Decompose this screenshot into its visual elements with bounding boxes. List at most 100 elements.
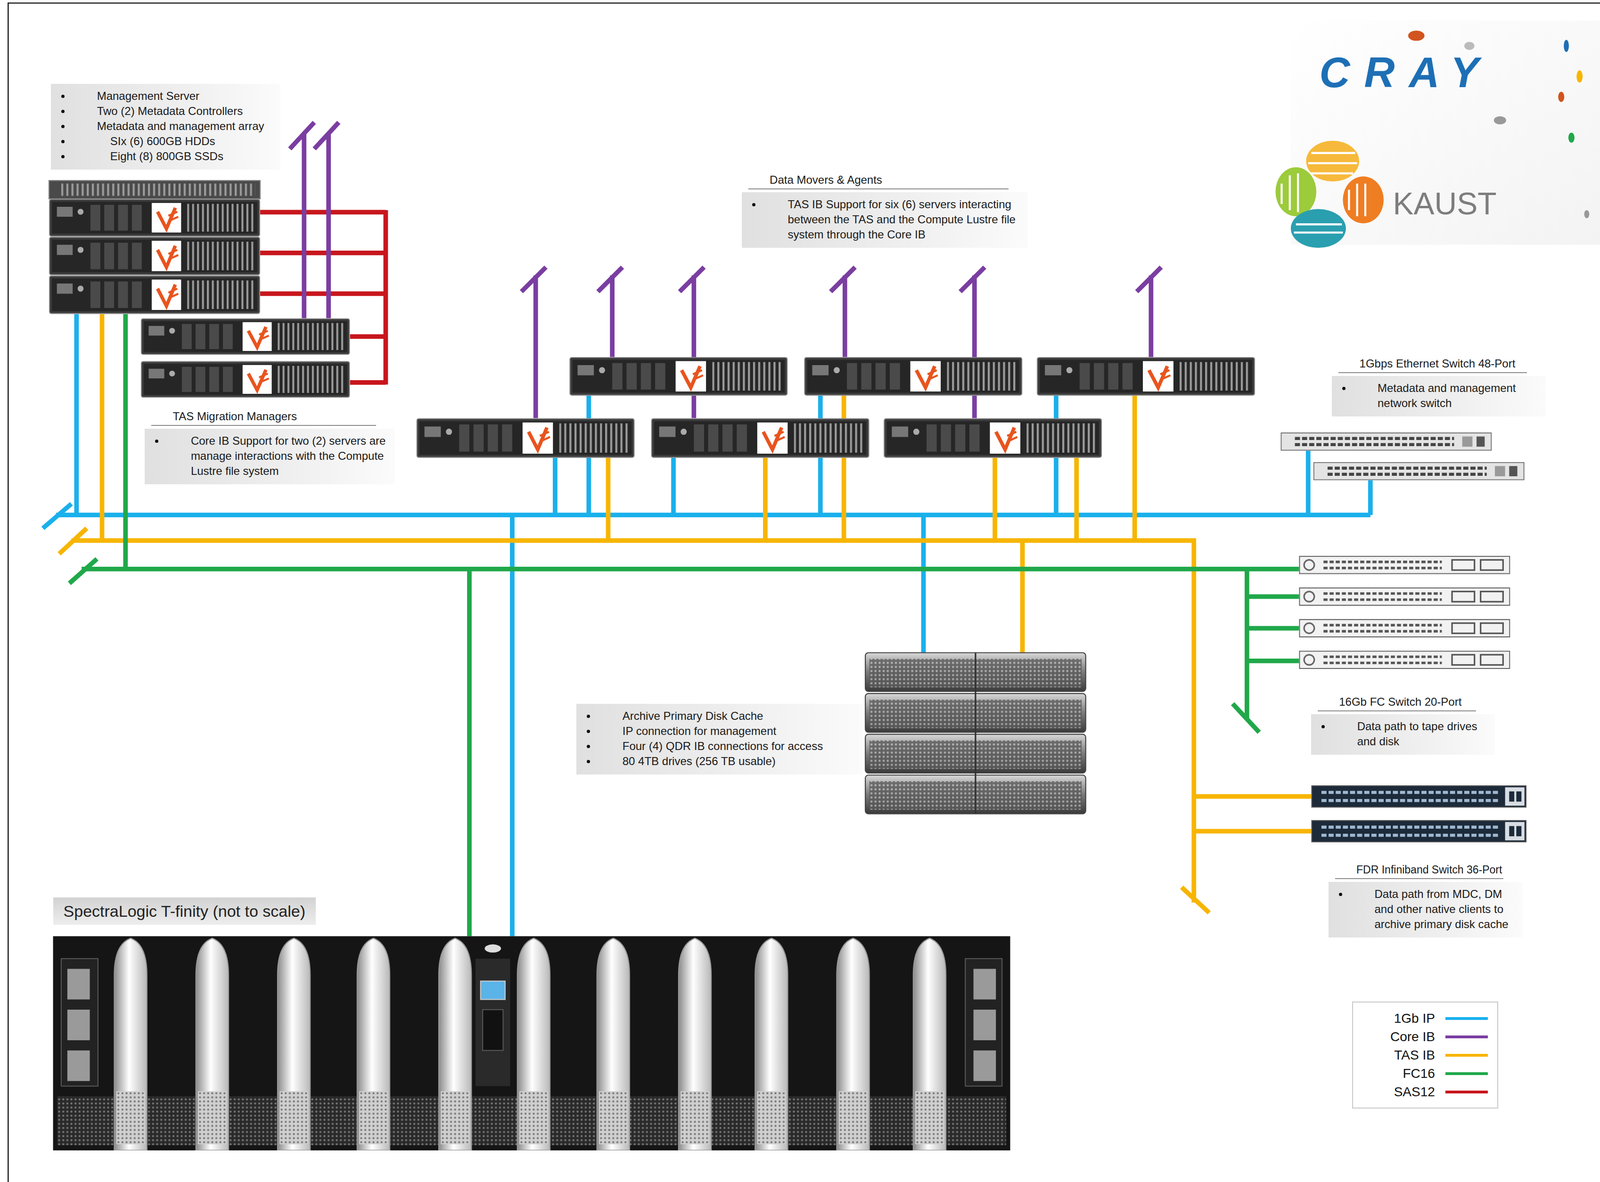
ip-wire [42,314,1371,937]
ethernet-switches [1280,433,1524,481]
tape-library-part [754,938,788,1151]
tape-library-part [480,981,506,1001]
callout-heading: TAS Migration Managers [151,409,376,427]
title-panel: SpectraLogic T-finity (not to scale) [53,897,316,926]
logo-art-part [1290,209,1346,248]
tas-ib-wire [59,314,1312,914]
tape-library-part [438,938,472,1151]
tape-library-part [482,1009,503,1051]
callout-item: TAS IB Support for six (6) servers inter… [741,196,1020,243]
migration-manager-servers [141,318,350,398]
tape-library-part [678,938,712,1151]
legend-row: FC16 [1357,1064,1488,1084]
network-wires [42,122,1371,937]
infiniband-switches-part [1311,786,1527,808]
legend-swatch [1445,1072,1488,1076]
callout-box: TAS Migration ManagersCore IB Support fo… [144,409,395,485]
callout-box: 1Gbps Ethernet Switch 48-PortMetadata an… [1331,356,1547,417]
ethernet-switches-part [1313,462,1525,481]
management-servers-part [49,237,260,275]
migration-manager-servers-part [141,318,350,355]
data-mover-servers-part [804,357,1022,396]
callout-heading: Data Movers & Agents [748,172,1009,190]
disk-cache-array-part [974,652,977,814]
callout-item: Four (4) QDR IB connections for access [576,738,855,755]
callout-box: FDR Infiniband Switch 36-PortData path f… [1328,862,1523,938]
tape-library-part [517,938,550,1151]
logo-art-part [1493,116,1507,125]
callout-item: Data path to tape drives and disk [1311,719,1488,750]
tape-library-part [67,1050,91,1082]
callout-item: Data path from MDC, DM and other native … [1328,886,1515,933]
sas12-wire [260,210,386,385]
callout-item: Management Server [50,88,273,104]
tape-library-part [61,959,99,1087]
tape-library-part [67,969,91,1001]
callout-item: Eight (8) 800GB SSDs [50,148,273,165]
legend-box: 1Gb IP Core IB TAS IB FC16SAS12 [1352,1001,1499,1109]
legend-swatch [1445,1091,1488,1094]
fc-switches-part [1299,619,1510,638]
tape-library-part [67,1009,91,1041]
legend-swatch [1445,1017,1488,1021]
legend-swatch [1445,1035,1488,1039]
legend-row: 1Gb IP [1357,1009,1488,1028]
legend-swatch [1445,1054,1488,1058]
legend-text: Core IB [1390,1029,1436,1045]
infiniband-switches [1311,786,1527,843]
callout-item: SIx (6) 600GB HDDs [50,133,273,149]
logo-art-part [1558,91,1565,103]
page-frame-part [8,2,1600,1182]
legend-row: SAS12 [1357,1083,1488,1102]
callout-box: 16Gb FC Switch 20-PortData path to tape … [1311,694,1495,755]
tape-library-part [913,938,946,1151]
logo-text: KAUST [1392,185,1497,222]
callout-heading: 1Gbps Ethernet Switch 48-Port [1338,356,1528,374]
callout-panel: Core IB Support for two (2) servers are … [144,428,395,485]
callout-heading: 16Gb FC Switch 20-Port [1317,694,1477,712]
fc-switches-part [1299,651,1510,669]
callout-item: Metadata and management network switch [1331,380,1539,411]
data-mover-servers-part [569,357,788,396]
callout-item: 80 4TB drives (256 TB usable) [576,754,855,770]
callout-box: Management ServerTwo (2) Metadata Contro… [50,83,281,170]
callout-box: Data Movers & AgentsTAS IB Support for s… [741,172,1028,248]
logo-text: CRAY [1319,49,1494,97]
callout-panel: Archive Primary Disk CacheIP connection … [576,704,862,775]
infiniband-switches-part [1311,820,1527,843]
migration-manager-servers-part [141,361,350,398]
logo-art-part [1281,153,1366,233]
callout-panel: Data path to tape drives and disk [1311,714,1495,755]
callout-item: Core IB Support for two (2) servers are … [144,433,387,479]
fc-switches-part [1299,556,1510,575]
callout-panel: TAS IB Support for six (6) servers inter… [741,192,1028,248]
tape-library-part [475,959,511,1087]
legend-text: SAS12 [1394,1084,1436,1100]
callout-panel: Management ServerTwo (2) Metadata Contro… [50,83,281,170]
data-mover-servers-part [884,418,1102,458]
fc-switches [1299,556,1510,669]
callout-panel: Data path from MDC, DM and other native … [1328,882,1523,938]
data-mover-servers-part [416,418,634,458]
logo-art-part [1305,140,1360,182]
legend-text: FC16 [1402,1066,1435,1082]
legend-text: 1Gb IP [1394,1011,1436,1027]
tape-library-part [53,936,1011,1151]
callout-box: Archive Primary Disk CacheIP connection … [576,704,862,775]
management-servers [49,180,261,314]
tape-library-part [357,938,390,1151]
tape-library-part [597,938,630,1151]
tape-library-part [484,944,501,953]
callout-item: Archive Primary Disk Cache [576,708,855,724]
tape-library [53,936,1011,1151]
callout-item: IP connection for management [576,723,855,739]
callout-item: Metadata and management array [50,118,273,134]
management-servers-part [61,183,255,197]
callout-panel: Metadata and management network switch [1331,376,1547,417]
logo-art-part [1576,70,1583,83]
core-ib-wire [289,122,1162,419]
legend-text: TAS IB [1394,1048,1436,1064]
logo-art-part [1568,132,1575,143]
logo-art-part [1563,39,1569,52]
legend-row: TAS IB [1357,1046,1488,1065]
